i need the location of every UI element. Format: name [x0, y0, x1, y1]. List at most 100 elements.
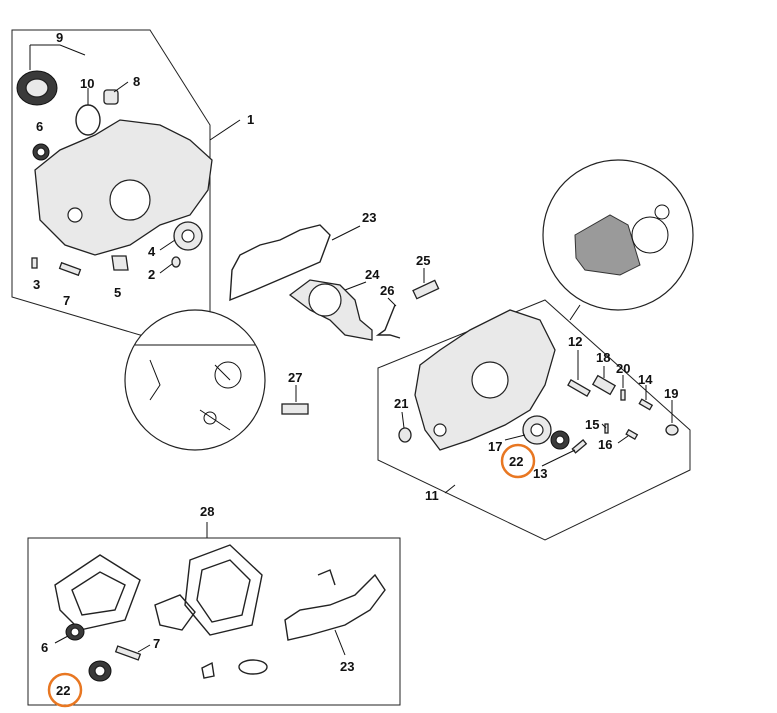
part-25-stud[interactable] — [412, 279, 440, 300]
callout-10[interactable]: 10 — [80, 76, 94, 91]
part-3-screw[interactable] — [31, 257, 38, 269]
part-18-bolt[interactable] — [591, 374, 617, 396]
callout-11[interactable]: 11 — [425, 488, 439, 503]
part-2-sleeve[interactable] — [171, 256, 181, 268]
callout-8[interactable]: 8 — [133, 74, 140, 89]
callout-19[interactable]: 19 — [664, 386, 678, 401]
part-24-web — [308, 283, 342, 317]
leader-16 — [617, 435, 629, 444]
part-27-stud[interactable] — [281, 403, 309, 415]
callout-5[interactable]: 5 — [114, 285, 121, 300]
kit-gasket-23-b-tab — [317, 569, 336, 586]
callout-26[interactable]: 26 — [380, 283, 394, 298]
callout-20[interactable]: 20 — [616, 361, 630, 376]
leader-21 — [401, 411, 405, 429]
part-15-pin[interactable] — [604, 423, 609, 434]
callout-28[interactable]: 28 — [200, 504, 214, 519]
leader-26 — [387, 297, 397, 307]
detail-right-pointer — [569, 304, 581, 321]
part-4-bearing-inner — [181, 229, 195, 243]
part-14-screw[interactable] — [638, 398, 654, 411]
detail-right-gasket-shape — [574, 214, 641, 276]
leader-6b — [54, 635, 69, 644]
part-21-plug[interactable] — [398, 427, 412, 443]
callout-6[interactable]: 6 — [36, 119, 43, 134]
leader-4 — [159, 239, 176, 251]
detail-left-hole-a — [214, 361, 242, 389]
group-frame-crankcase-right — [377, 299, 691, 541]
detail-view-left — [124, 309, 266, 451]
leader-24 — [344, 281, 367, 291]
callout-21[interactable]: 21 — [394, 396, 408, 411]
kit-part-o-ring[interactable] — [238, 659, 268, 675]
crankcase-mount-hole — [67, 207, 83, 223]
kit-gasket-23-b[interactable] — [284, 573, 386, 641]
part-16-screw[interactable] — [625, 428, 639, 440]
part-22-seal-right-center — [555, 435, 565, 445]
callout-6b[interactable]: 6 — [41, 640, 48, 655]
callout-13[interactable]: 13 — [533, 466, 547, 481]
leader-13 — [541, 449, 576, 467]
callout-15[interactable]: 15 — [585, 417, 599, 432]
part-7-screw[interactable] — [58, 261, 82, 277]
kit-gasket-square-b-inner — [196, 559, 251, 623]
leader-7b — [137, 644, 151, 653]
callout-9[interactable]: 9 — [56, 30, 63, 45]
kit-part-clip[interactable] — [201, 661, 215, 679]
part-9-drum-face — [25, 78, 49, 98]
kit-gasket-square-a[interactable] — [54, 554, 141, 631]
detail-left-sketch — [135, 344, 255, 431]
crankcase-right-bore — [471, 361, 509, 399]
highlight-ring-22-right — [500, 443, 536, 479]
callout-2[interactable]: 2 — [148, 267, 155, 282]
kit-gasket-square-a-inner — [71, 571, 126, 616]
crankcase-right-mount — [433, 423, 447, 437]
group-frame-gasket-kit — [27, 537, 401, 706]
callout-18[interactable]: 18 — [596, 350, 610, 365]
callout-22-kit[interactable]: 22 — [56, 683, 70, 698]
part-10-o-ring[interactable] — [75, 104, 101, 136]
callout-4[interactable]: 4 — [148, 244, 156, 259]
crankcase-bearing-bore — [109, 179, 151, 221]
kit-gasket-small[interactable] — [154, 594, 196, 631]
callout-23b[interactable]: 23 — [340, 659, 354, 674]
callout-1[interactable]: 1 — [247, 112, 254, 127]
callout-23a[interactable]: 23 — [362, 210, 376, 225]
leader-9 — [30, 44, 86, 56]
callout-24[interactable]: 24 — [365, 267, 380, 282]
leader-17 — [504, 434, 526, 441]
part-12-screw[interactable] — [567, 379, 591, 397]
part-19-sleeve[interactable] — [665, 424, 679, 436]
leader-11 — [444, 484, 456, 494]
leader-23b — [334, 629, 346, 656]
callout-14[interactable]: 14 — [638, 372, 653, 387]
kit-part-22-seal-center — [94, 665, 106, 677]
callout-22-right[interactable]: 22 — [509, 454, 523, 469]
callout-17[interactable]: 17 — [488, 439, 502, 454]
kit-gasket-square-b[interactable] — [184, 544, 263, 636]
callout-3[interactable]: 3 — [33, 277, 40, 292]
detail-left-hole-b — [203, 411, 217, 425]
highlight-ring-22-kit — [47, 672, 83, 708]
part-23-gasket[interactable] — [229, 224, 331, 302]
callout-16[interactable]: 16 — [598, 437, 612, 452]
part-5-plug[interactable] — [111, 255, 129, 271]
callout-25[interactable]: 25 — [416, 253, 430, 268]
detail-right-hole-b — [654, 204, 670, 220]
callout-27[interactable]: 27 — [288, 370, 302, 385]
part-26-tube[interactable] — [375, 304, 401, 339]
kit-part-6-seal-center — [70, 627, 80, 637]
part-6-seal-center — [36, 147, 46, 157]
kit-part-7-screw[interactable] — [114, 645, 142, 661]
leader-8 — [113, 81, 129, 93]
callout-12[interactable]: 12 — [568, 334, 582, 349]
leader-15 — [601, 423, 607, 429]
part-20-pin[interactable] — [620, 389, 626, 401]
part-13-screw[interactable] — [571, 439, 588, 454]
callout-7b[interactable]: 7 — [153, 636, 160, 651]
detail-right-hole-a — [631, 216, 669, 254]
leader-23a — [331, 225, 361, 241]
part-8-plug[interactable] — [103, 89, 119, 105]
callout-7[interactable]: 7 — [63, 293, 70, 308]
